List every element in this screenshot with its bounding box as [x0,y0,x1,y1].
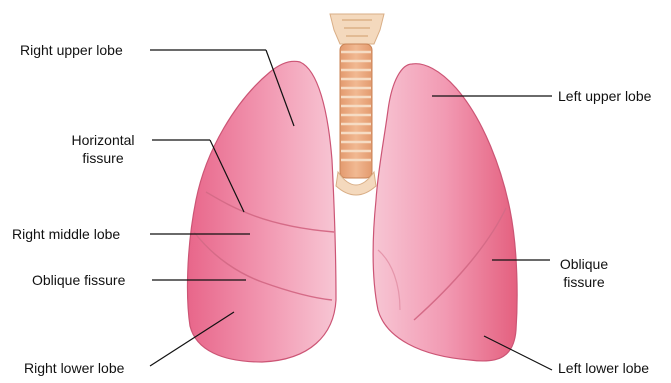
label-horizontal-fissure-line2: fissure [60,149,146,167]
label-oblique-fissure-left: Oblique fissure [552,255,616,291]
left-lung [373,64,517,361]
label-right-middle-lobe: Right middle lobe [12,225,120,243]
label-horizontal-fissure: Horizontal fissure [60,131,146,167]
label-right-lower-lobe: Right lower lobe [24,359,124,377]
label-left-upper-lobe: Left upper lobe [558,87,651,105]
label-horizontal-fissure-line1: Horizontal [60,131,146,149]
label-oblique-fissure-right: Oblique fissure [32,271,125,289]
label-oblique-fissure-left-line1: Oblique [552,255,616,273]
trachea [340,44,372,178]
right-lung [188,61,336,362]
label-oblique-fissure-left-line2: fissure [552,273,616,291]
label-right-upper-lobe: Right upper lobe [20,41,123,59]
label-left-lower-lobe: Left lower lobe [558,359,649,377]
